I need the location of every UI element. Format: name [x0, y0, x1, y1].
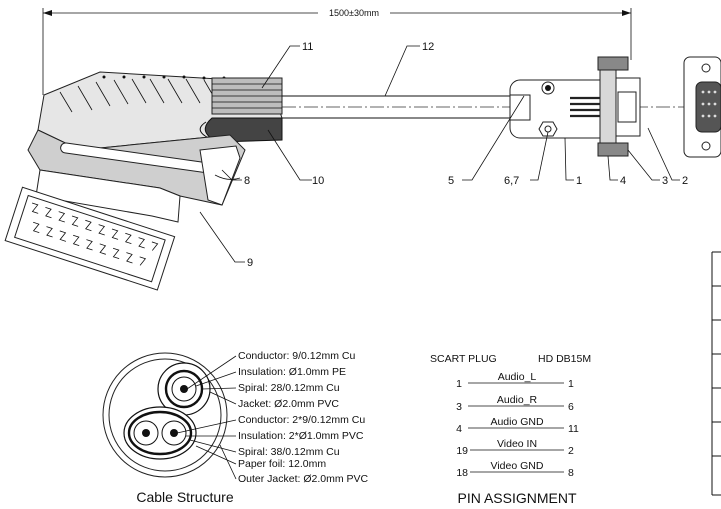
pin-left-4: 19: [456, 445, 468, 457]
db15-connector: [509, 56, 721, 158]
pin-left-2: 3: [456, 401, 462, 413]
pin-signal-3: Audio GND: [490, 416, 544, 428]
layer-jacket: Jacket: Ø2.0mm PVC: [238, 398, 339, 410]
length-dimension: 1500±30mm: [42, 6, 632, 95]
callout-9: 9: [247, 257, 253, 269]
pin-left-1: 1: [456, 378, 462, 390]
callout-4: 4: [620, 175, 626, 187]
cable: [282, 95, 520, 119]
callout-6-7: 6,7: [504, 175, 519, 187]
layer-paper-foil: Paper foil: 12.0mm: [238, 458, 326, 470]
callout-10: 10: [312, 175, 324, 187]
pin-assignment-title: PIN ASSIGNMENT: [457, 490, 576, 506]
scart-plug: [4, 71, 283, 291]
layer-pair-spiral: Spiral: 38/0.12mm Cu: [238, 446, 340, 458]
callout-2: 2: [682, 175, 688, 187]
callout-1: 1: [576, 175, 582, 187]
partial-table: [711, 251, 721, 496]
pin-assignment: SCART PLUG HD DB15M 1 Audio_L 1 3 Audio_…: [430, 353, 591, 506]
callout-3: 3: [662, 175, 668, 187]
cable-structure-title: Cable Structure: [136, 489, 233, 505]
pin-right-4: 2: [568, 445, 574, 457]
layer-insulation: Insulation: Ø1.0mm PE: [238, 366, 346, 378]
db15-header: HD DB15M: [538, 353, 591, 365]
pin-signal-1: Audio_L: [498, 371, 537, 383]
callout-8: 8: [244, 175, 250, 187]
pin-right-2: 6: [568, 401, 574, 413]
cable-structure: Conductor: 9/0.12mm Cu Insulation: Ø1.0m…: [102, 350, 369, 505]
callout-5: 5: [448, 175, 454, 187]
layer-conductor: Conductor: 9/0.12mm Cu: [238, 350, 355, 362]
layer-spiral: Spiral: 28/0.12mm Cu: [238, 382, 340, 394]
layer-outer-jacket: Outer Jacket: Ø2.0mm PVC: [238, 473, 369, 485]
pin-right-5: 8: [568, 467, 574, 479]
layer-pair-insulation: Insulation: 2*Ø1.0mm PVC: [238, 430, 364, 442]
pin-signal-2: Audio_R: [497, 394, 538, 406]
callout-12: 12: [422, 41, 434, 53]
pin-signal-4: Video IN: [497, 438, 537, 450]
layer-pair-conductor: Conductor: 2*9/0.12mm Cu: [238, 414, 365, 426]
length-label: 1500±30mm: [329, 8, 379, 18]
scart-plug-header: SCART PLUG: [430, 353, 497, 365]
pin-left-5: 18: [456, 467, 468, 479]
pin-right-3: 11: [568, 423, 579, 435]
callouts: 11 12 10 8 9 5 6,7 1 4 3 2: [199, 41, 688, 269]
pin-left-3: 4: [456, 423, 462, 435]
pin-right-1: 1: [568, 378, 574, 390]
pin-signal-5: Video GND: [491, 460, 544, 472]
callout-11: 11: [302, 41, 313, 53]
